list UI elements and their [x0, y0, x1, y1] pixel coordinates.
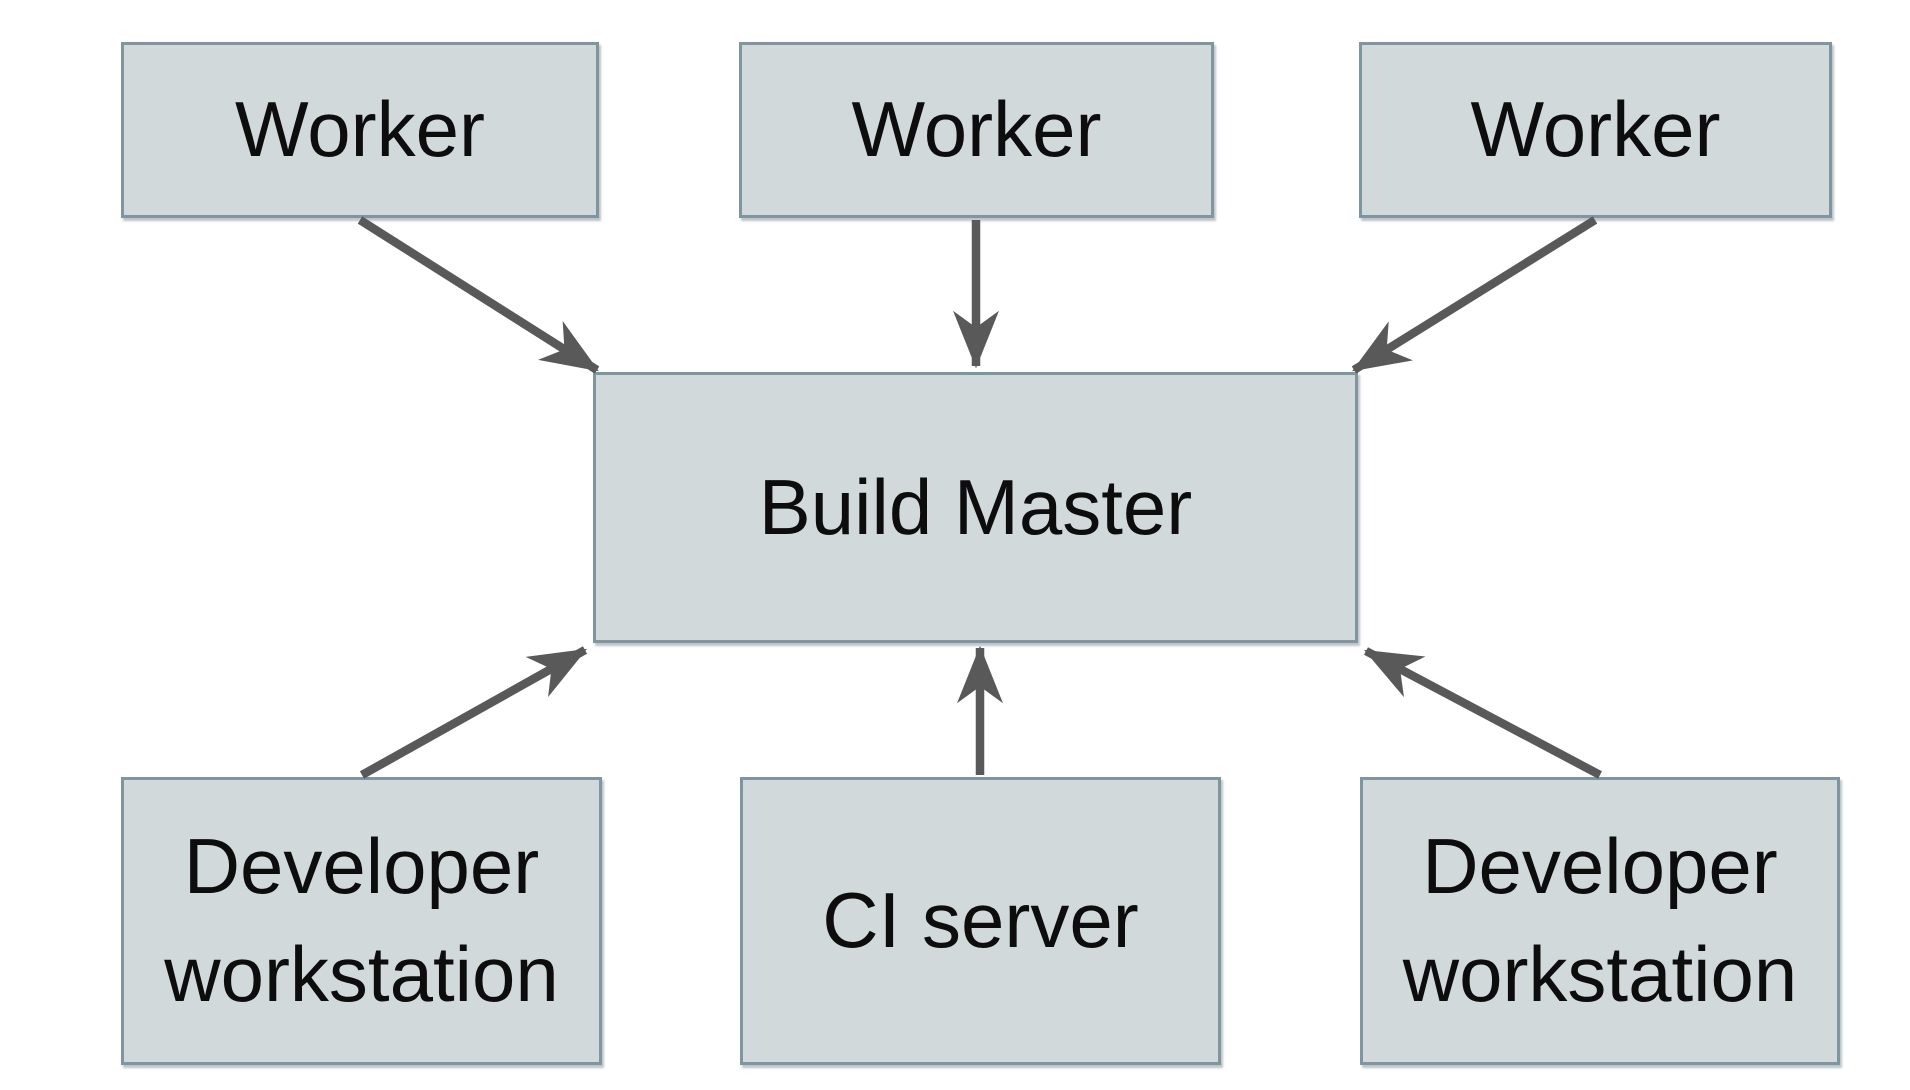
- node-build-master: Build Master: [593, 372, 1358, 643]
- node-worker-2: Worker: [739, 42, 1214, 218]
- node-worker-1-label: Worker: [235, 85, 485, 174]
- node-developer-workstation-right: Developer workstation: [1360, 777, 1840, 1065]
- node-worker-1: Worker: [121, 42, 599, 218]
- node-developer-workstation-left: Developer workstation: [121, 777, 602, 1065]
- node-ci-server: CI server: [740, 777, 1221, 1065]
- node-build-master-label: Build Master: [758, 462, 1193, 551]
- node-worker-3-label: Worker: [1470, 85, 1721, 174]
- node-worker-2-label: Worker: [851, 85, 1102, 174]
- node-developer-workstation-left-label: Developer workstation: [164, 822, 559, 1018]
- node-ci-server-label: CI server: [822, 876, 1139, 965]
- node-worker-3: Worker: [1359, 42, 1832, 218]
- node-developer-workstation-right-label: Developer workstation: [1402, 822, 1798, 1018]
- arrow-worker3-to-build-master: [1351, 216, 1598, 374]
- arrow-worker1-to-build-master: [357, 216, 600, 374]
- arrow-dev1-to-build-master: [359, 646, 588, 779]
- arrow-dev2-to-build-master: [1363, 647, 1602, 779]
